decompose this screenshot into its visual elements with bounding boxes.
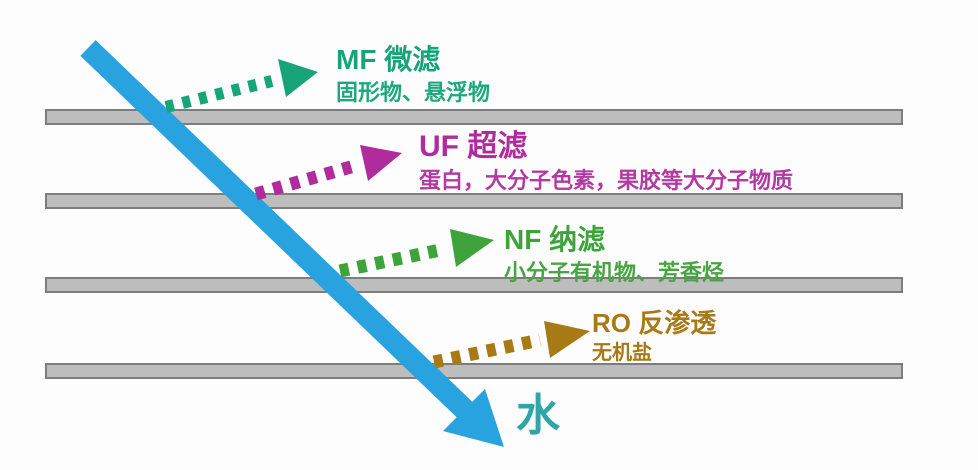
ro-label: RO 反渗透 [592, 308, 717, 338]
uf-arrow-dashes [254, 158, 360, 201]
nf-arrow [338, 229, 494, 278]
mf-arrowhead-icon [278, 59, 318, 97]
nf-label: NF 纳滤 [504, 224, 606, 255]
uf-arrow [254, 145, 402, 201]
mf-removes-text: 固形物、悬浮物 [336, 80, 491, 105]
ro-arrow-dashes [432, 333, 542, 369]
membrane-bar-nf [45, 277, 903, 293]
membrane-bar-mf [45, 109, 903, 125]
mf-arrow-dashes [164, 75, 274, 113]
mf-label-group: MF 微滤 固形物、悬浮物 [336, 46, 490, 104]
nf-label-group: NF 纳滤 小分子有机物、芳香烃 [504, 226, 724, 284]
uf-label: UF 超滤 [419, 130, 528, 163]
uf-label-group: UF 超滤 蛋白，大分子色素，果胶等大分子物质 [419, 132, 793, 192]
uf-removes-text: 蛋白，大分子色素，果胶等大分子物质 [419, 168, 794, 193]
nf-arrowhead-icon [450, 229, 494, 267]
nf-arrow-dashes [338, 242, 447, 278]
mf-arrow [164, 59, 318, 113]
feed-water-arrow [80, 40, 504, 447]
ro-arrowhead-icon [544, 321, 590, 358]
feed-water-arrowhead-icon [443, 389, 504, 447]
feed-water-arrow-shaft [80, 40, 474, 419]
ro-label-group: RO 反渗透 无机盐 [592, 310, 716, 363]
water-label: 水 [516, 391, 560, 440]
mf-label: MF 微滤 [336, 44, 441, 75]
ro-arrow [432, 321, 590, 369]
nf-removes-text: 小分子有机物、芳香烃 [504, 260, 725, 285]
membrane-bar-ro [45, 363, 903, 379]
uf-arrowhead-icon [360, 145, 402, 181]
ro-removes-text: 无机盐 [592, 342, 652, 364]
